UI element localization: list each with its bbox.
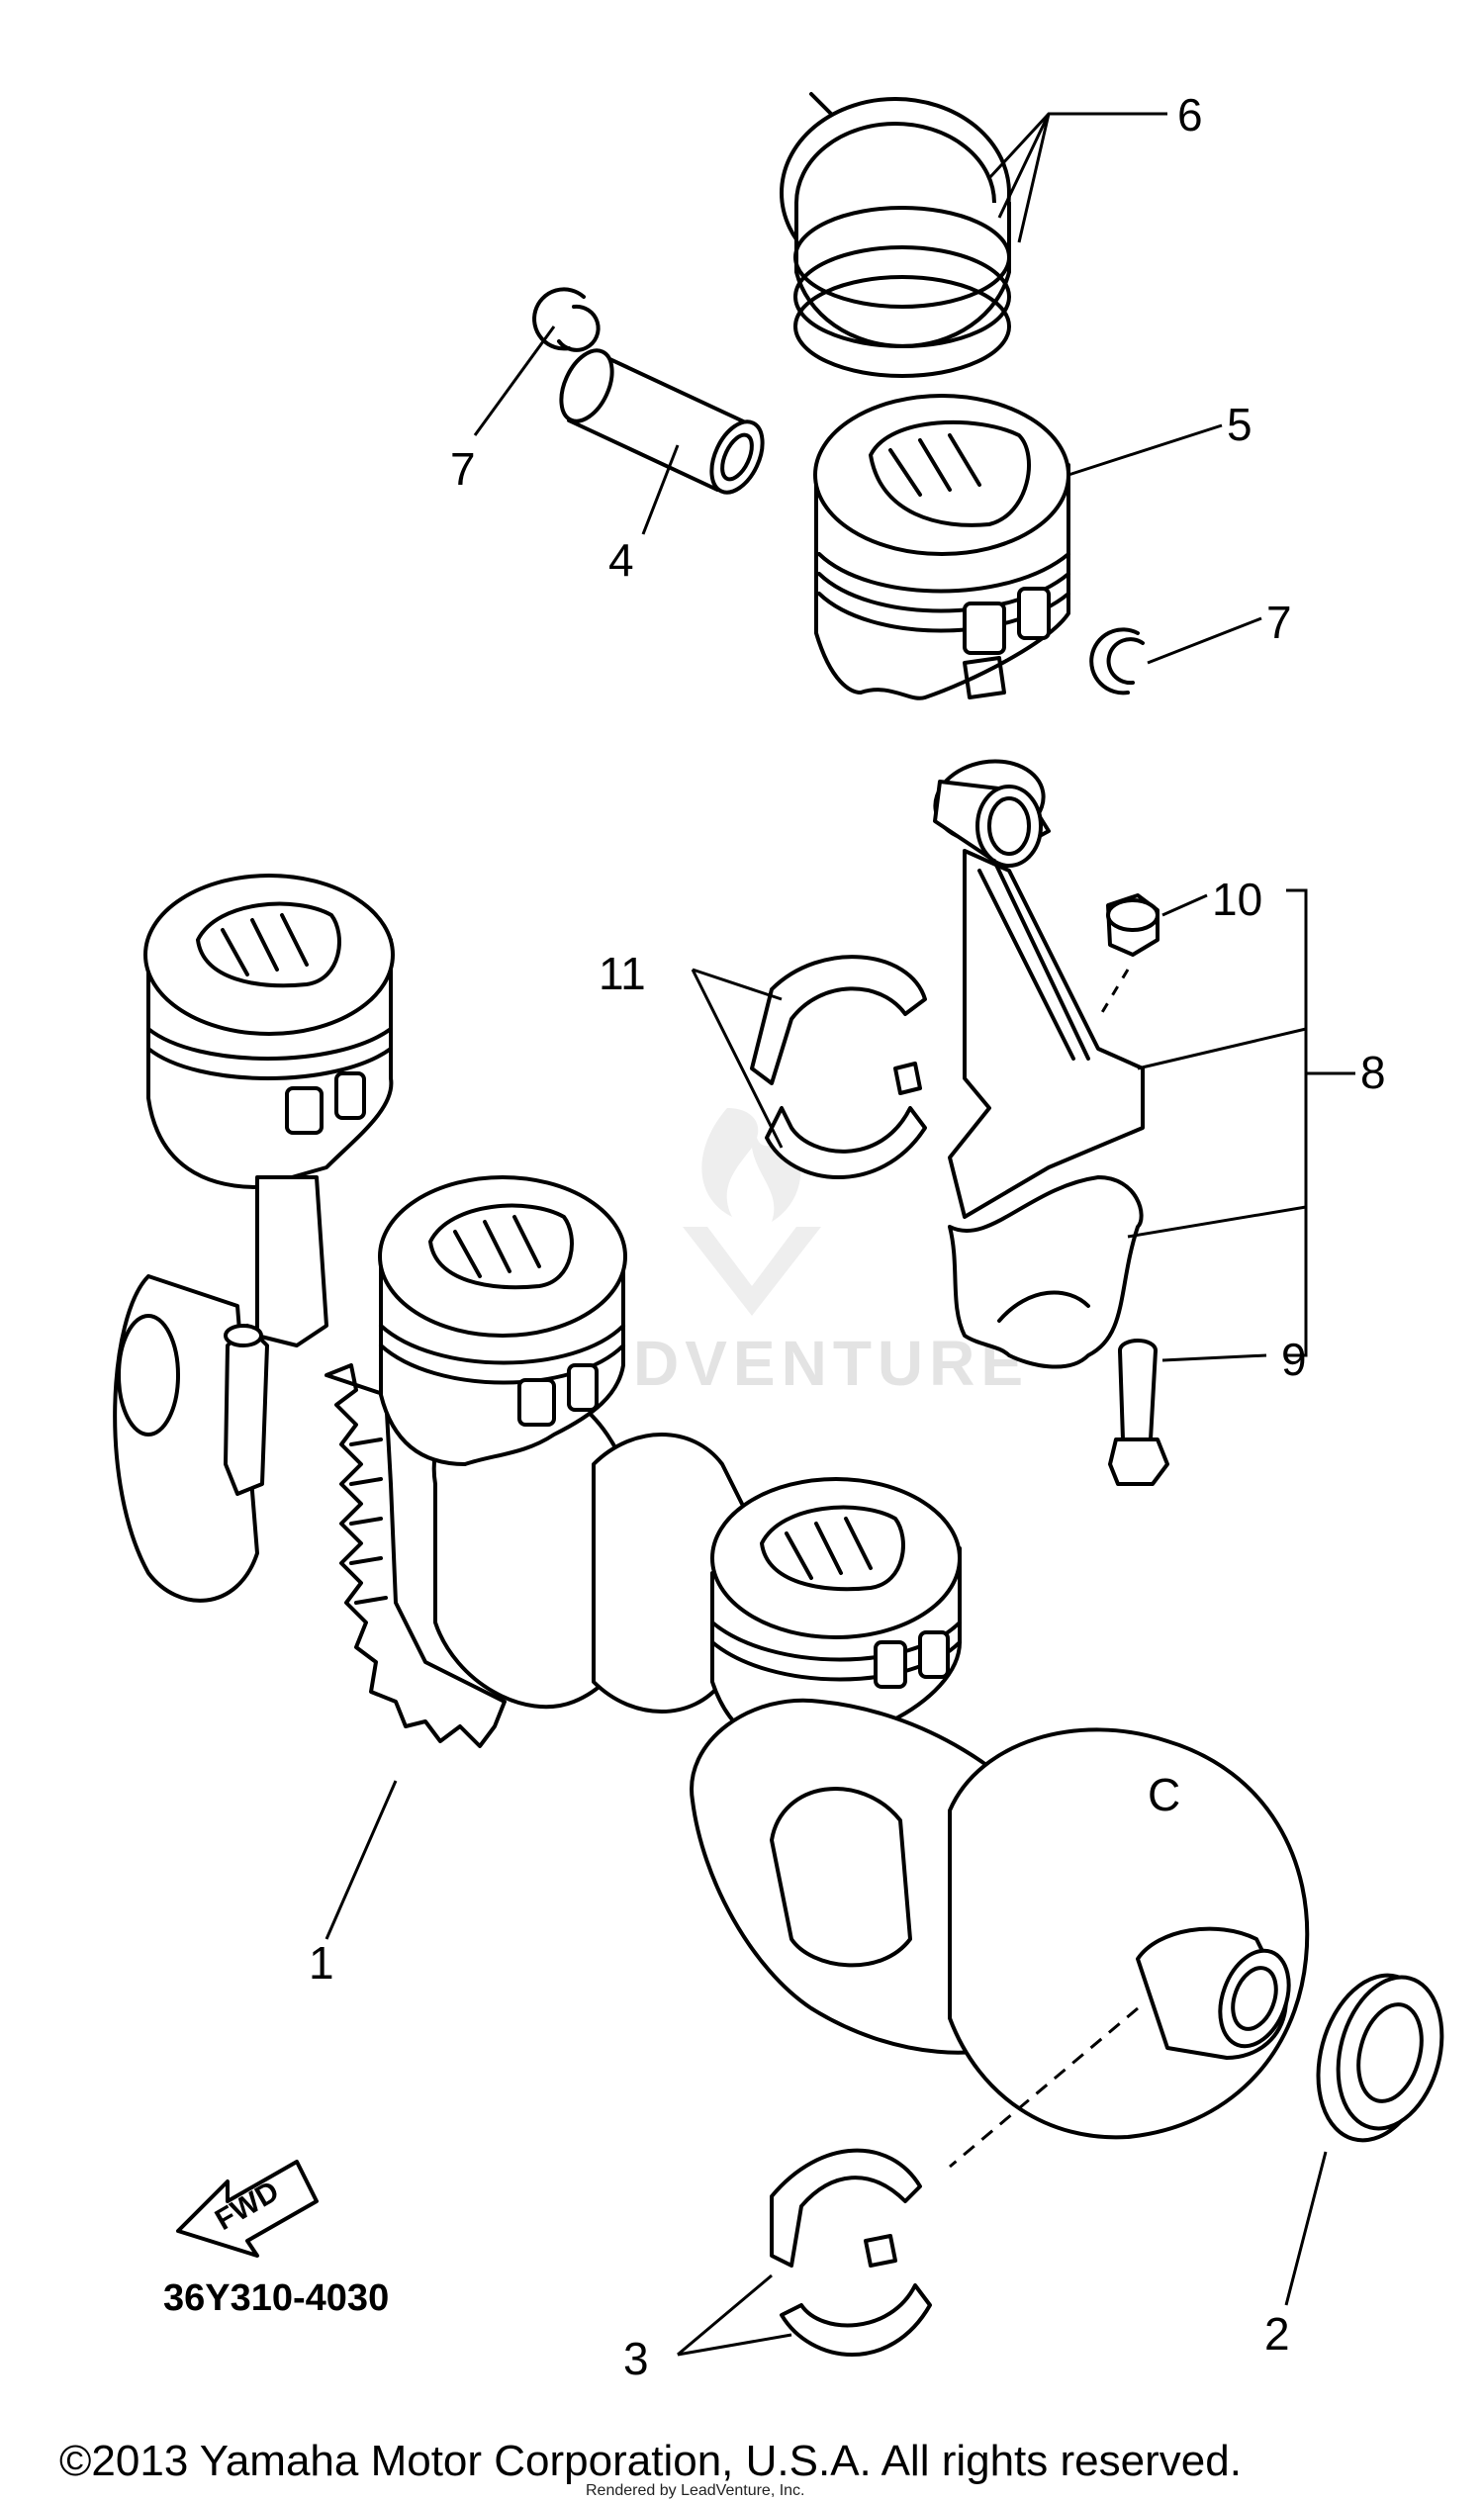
label-part-9: 9 bbox=[1281, 1334, 1307, 1385]
connecting-rod bbox=[933, 759, 1145, 1369]
label-part-4: 4 bbox=[608, 534, 634, 586]
label-part-5: 5 bbox=[1227, 399, 1252, 450]
label-part-10: 10 bbox=[1212, 874, 1262, 925]
part-labels: 6 7 4 5 7 10 11 8 9 1 2 3 bbox=[309, 89, 1386, 2384]
piston bbox=[813, 394, 1070, 700]
label-part-11: 11 bbox=[599, 948, 646, 999]
label-part-2: 2 bbox=[1264, 2308, 1290, 2360]
bolt bbox=[1108, 1339, 1169, 1486]
piston-rings bbox=[780, 92, 1011, 378]
leader-lines bbox=[325, 112, 1355, 2357]
circlip-right bbox=[1089, 627, 1145, 695]
watermark-text: DVENTURE bbox=[633, 1328, 1029, 1399]
main-bearing bbox=[770, 2148, 932, 2357]
diagram-code: 36Y310-4030 bbox=[163, 2277, 389, 2319]
label-part-7-right: 7 bbox=[1266, 597, 1292, 648]
piston-pin bbox=[559, 348, 765, 495]
crank-mark-c: C bbox=[1148, 1769, 1180, 1820]
nut bbox=[1096, 893, 1159, 1020]
label-part-3: 3 bbox=[623, 2333, 649, 2384]
fwd-arrow: FWD bbox=[176, 2160, 319, 2258]
copyright-text: ©2013 Yamaha Motor Corporation, U.S.A. A… bbox=[59, 2437, 1242, 2485]
label-part-8: 8 bbox=[1360, 1047, 1386, 1098]
label-part-7-left: 7 bbox=[450, 443, 476, 495]
watermark: DVENTURE bbox=[633, 1108, 1029, 1399]
circlip-left bbox=[532, 287, 601, 352]
oil-seal bbox=[1316, 1973, 1444, 2143]
label-part-1: 1 bbox=[309, 1937, 334, 1989]
crank-pin-bearing bbox=[750, 955, 927, 1179]
label-part-6: 6 bbox=[1177, 89, 1203, 140]
crankshaft-assembly: C bbox=[113, 874, 1310, 2169]
render-note: Rendered by LeadVenture, Inc. bbox=[586, 2482, 805, 2499]
